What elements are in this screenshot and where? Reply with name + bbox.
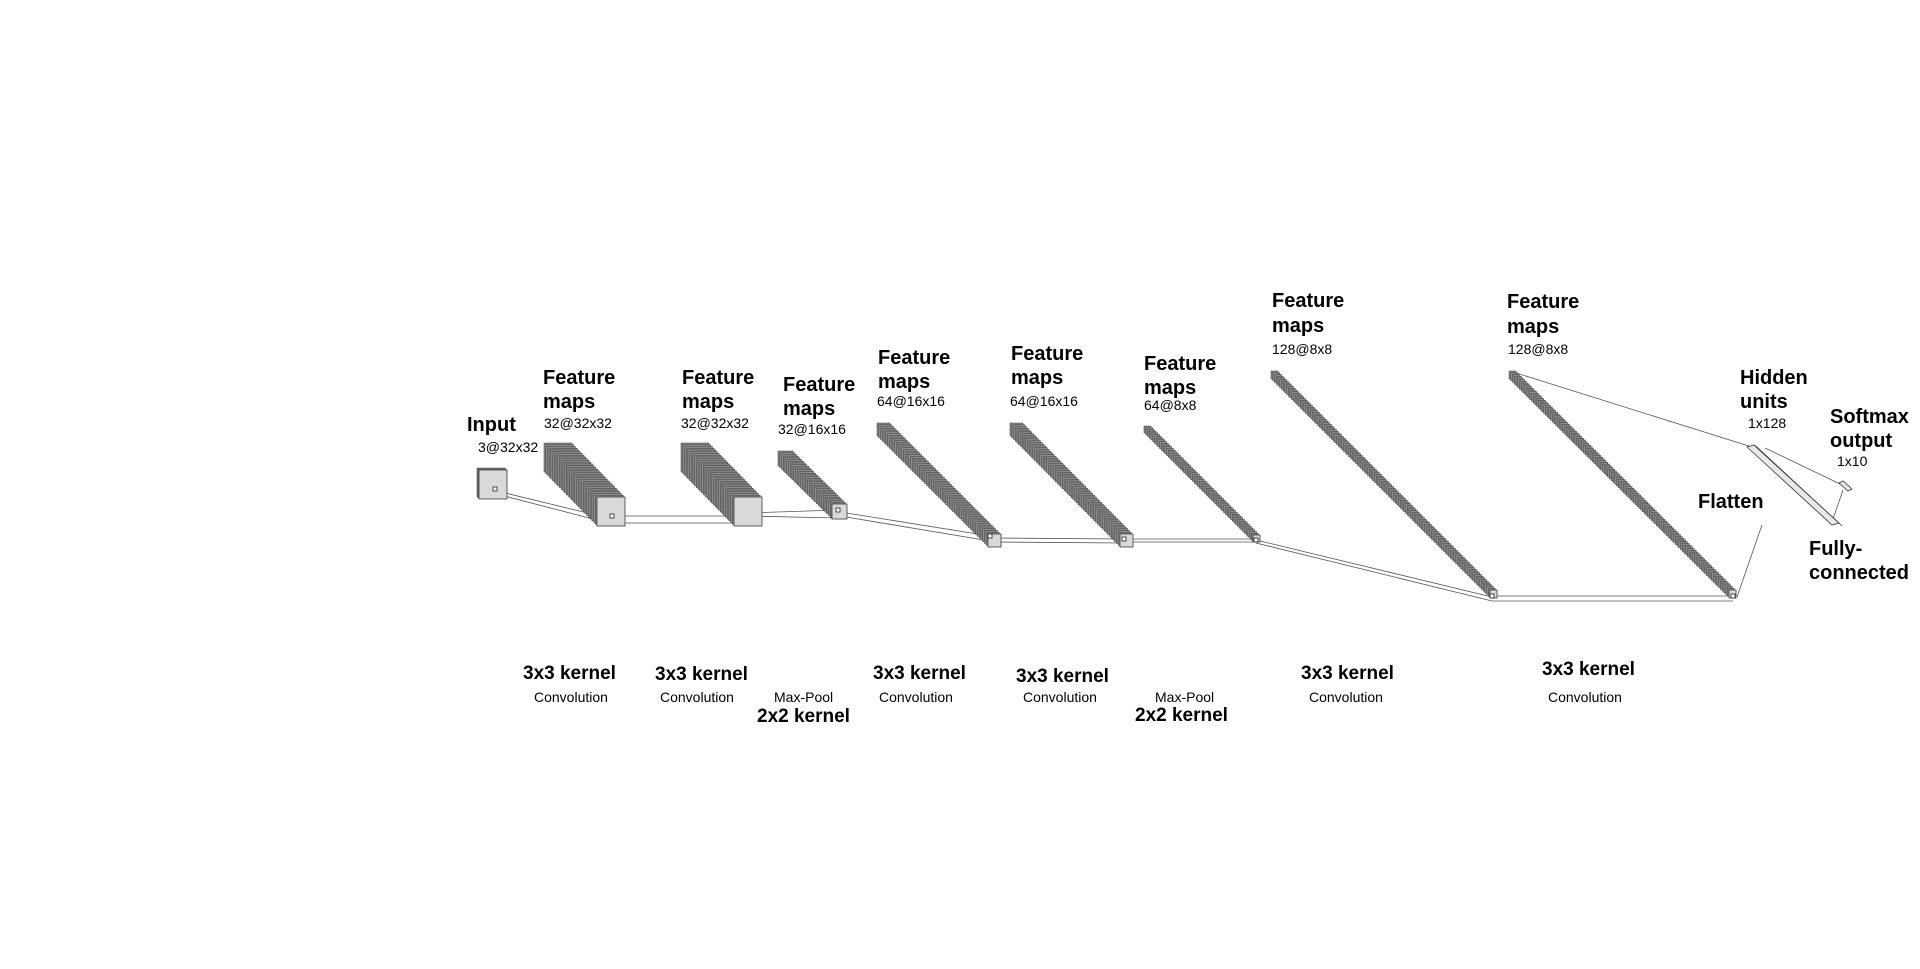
kernel-marker-2: [609, 513, 615, 519]
feature-stack-2-map-32: [733, 496, 763, 527]
op-type-5: Convolution: [1023, 689, 1097, 705]
kernel-marker-6: [1253, 537, 1259, 543]
layer-dims-softmax: 1x10: [1837, 453, 1868, 469]
op-type-6: Max-Pool: [1155, 689, 1215, 705]
op-kernel-7: 3x3 kernel: [1301, 663, 1394, 684]
op-kernel-1: 3x3 kernel: [523, 663, 616, 684]
feature-stack-1-map-32: [596, 496, 626, 527]
layer-title-3-line1: Feature: [783, 374, 856, 396]
layer-title-5-line2: maps: [1011, 367, 1064, 389]
kernel-marker-1: [492, 486, 498, 492]
op-kernel-2: 3x3 kernel: [655, 664, 748, 685]
layer-title-7-line2: maps: [1272, 315, 1325, 337]
connection-line-17: [1512, 371, 1753, 448]
op-kernel-3: 2x2 kernel: [757, 706, 850, 727]
kernel-marker-7: [1489, 593, 1495, 599]
layer-title-7-line1: Feature: [1272, 290, 1345, 312]
connection-line-9: [989, 537, 1125, 540]
op-type-2: Convolution: [660, 689, 734, 705]
layer-dims-input: 3@32x32: [478, 439, 539, 455]
hidden-units-bar: [1746, 444, 1840, 526]
kernel-marker-4: [987, 533, 993, 539]
fully-connected-label-line1: Fully-: [1809, 538, 1863, 560]
connection-line-18: [1736, 524, 1763, 598]
op-type-1: Convolution: [534, 689, 608, 705]
layer-title-2-line2: maps: [682, 391, 735, 413]
op-kernel-4: 3x3 kernel: [873, 663, 966, 684]
layer-dims-2: 32@32x32: [681, 415, 749, 431]
connection-line-10: [989, 541, 1125, 544]
connection-line-20: [1831, 489, 1844, 523]
layer-title-4-line2: maps: [878, 371, 931, 393]
layer-dims-8: 128@8x8: [1508, 341, 1569, 357]
layer-dims-3: 32@16x16: [778, 421, 846, 437]
layer-dims-hidden: 1x128: [1748, 415, 1787, 431]
layer-title-4-line1: Feature: [878, 347, 951, 369]
connection-line-14: [1255, 542, 1493, 602]
kernel-marker-5: [1121, 536, 1127, 542]
layer-title-hidden-line2: units: [1740, 391, 1788, 413]
op-type-4: Convolution: [879, 689, 953, 705]
connection-line-13: [1255, 539, 1493, 598]
layer-title-6-line2: maps: [1144, 377, 1197, 399]
op-type-8: Convolution: [1548, 689, 1622, 705]
layer-title-softmax-line2: output: [1830, 430, 1893, 452]
op-type-7: Convolution: [1309, 689, 1383, 705]
layer-dims-7: 128@8x8: [1272, 341, 1333, 357]
softmax-output-bar: [1838, 480, 1853, 492]
layer-title-input: Input: [467, 414, 516, 436]
layer-title-1-line1: Feature: [543, 367, 616, 389]
fully-connected-label-line2: connected: [1809, 562, 1910, 584]
op-kernel-6: 2x2 kernel: [1135, 705, 1228, 726]
layer-title-hidden-line1: Hidden: [1740, 367, 1808, 389]
input-stack-map-3: [478, 469, 508, 500]
layer-dims-1: 32@32x32: [544, 415, 612, 431]
flatten-label: Flatten: [1698, 491, 1764, 513]
layer-title-8-line1: Feature: [1507, 291, 1580, 313]
op-kernel-5: 3x3 kernel: [1016, 666, 1109, 687]
layer-title-2-line1: Feature: [682, 367, 755, 389]
op-kernel-8: 3x3 kernel: [1542, 659, 1635, 680]
connection-line-7: [839, 511, 991, 537]
layer-title-6-line1: Feature: [1144, 353, 1217, 375]
kernel-marker-8: [1730, 593, 1736, 599]
layer-title-5-line1: Feature: [1011, 343, 1084, 365]
op-type-3: Max-Pool: [774, 689, 834, 705]
hidden-units-bar-side: [1753, 444, 1843, 527]
layer-title-8-line2: maps: [1507, 316, 1560, 338]
layer-dims-4: 64@16x16: [877, 393, 945, 409]
connection-line-19: [1764, 447, 1841, 485]
layer-title-1-line2: maps: [543, 391, 596, 413]
layer-title-3-line2: maps: [783, 398, 836, 420]
layer-dims-5: 64@16x16: [1010, 393, 1078, 409]
layer-dims-6: 64@8x8: [1144, 397, 1197, 413]
connection-line-8: [839, 515, 991, 542]
layer-title-softmax-line1: Softmax: [1830, 406, 1909, 428]
kernel-marker-3: [835, 507, 841, 513]
